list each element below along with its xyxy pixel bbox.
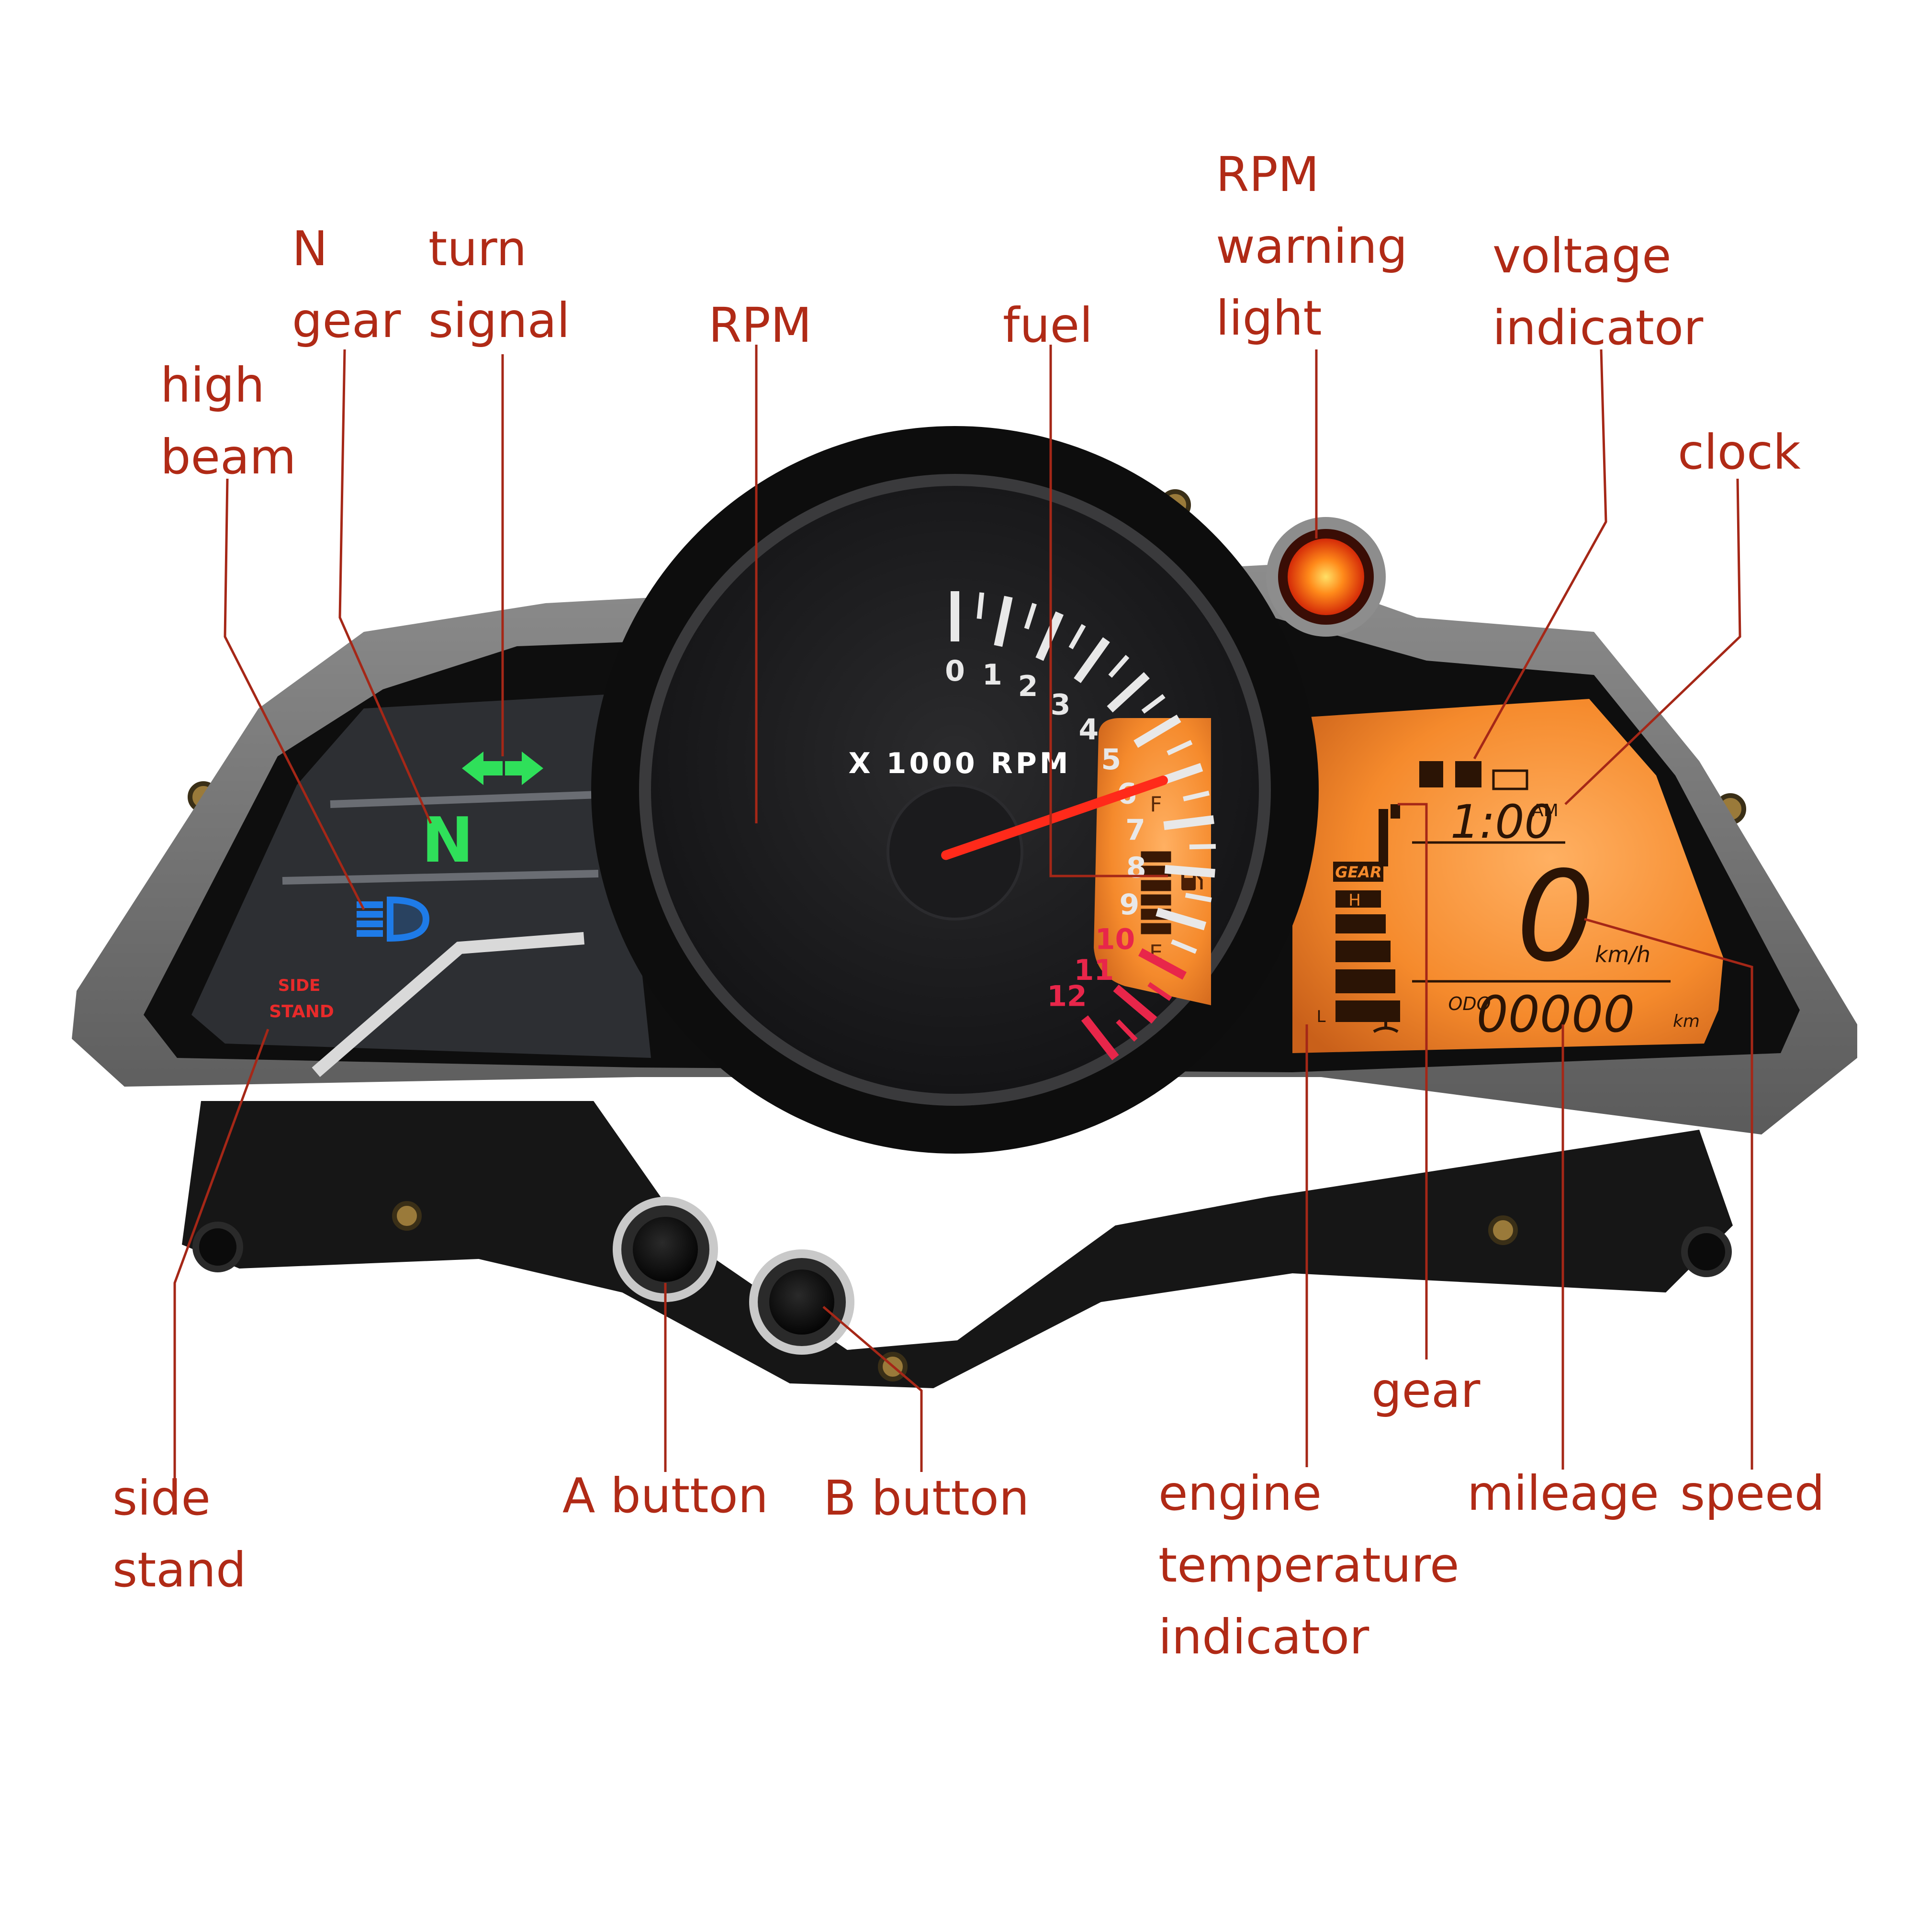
tacho-number: 4 (1079, 713, 1099, 746)
tacho-number: 0 (945, 654, 965, 688)
leader-lines (173, 345, 1753, 1484)
tacho-minor-tick (1189, 844, 1216, 850)
side-stand-lamp-top: SIDE (278, 976, 321, 995)
label-rpm: RPM (708, 297, 812, 353)
lower-housing (182, 1101, 1733, 1388)
tacho-number: 3 (1051, 688, 1071, 722)
speed-value: 0 (1516, 845, 1595, 989)
label-n-gear: N gear (292, 221, 401, 348)
label-rpm-warning-light: RPM warning light (1216, 146, 1408, 346)
label-side-stand: side stand (112, 1470, 247, 1598)
label-speed: speed (1680, 1465, 1825, 1521)
clock-time: 1:00 (1450, 795, 1554, 849)
label-clock: clock (1678, 424, 1801, 480)
fuel-bar (1141, 894, 1171, 906)
high-beam-icon (357, 896, 430, 942)
label-high-beam: high beam (160, 357, 296, 485)
tacho-minor-tick (1167, 740, 1193, 756)
leader-voltage (1473, 349, 1607, 760)
tacho-minor-tick (1116, 1019, 1138, 1042)
tacho-number: 7 (1125, 814, 1145, 847)
tacho-number: 8 (1126, 851, 1146, 885)
side-stand-lamp-bottom: STAND (269, 1002, 334, 1022)
chrome-trim (312, 932, 584, 1077)
leader-high-beam (224, 478, 365, 910)
leader-fuel (1049, 345, 1168, 877)
odo-label: ODO (1448, 993, 1491, 1014)
turn-signal-arrows-icon (462, 752, 543, 785)
a-button[interactable] (613, 1197, 718, 1302)
tacho-minor-tick (1141, 694, 1166, 714)
tacho-minor-tick (1068, 624, 1086, 650)
label-b-button: B button (823, 1470, 1030, 1526)
tacho-major-tick (1138, 948, 1187, 980)
clock-period: AM (1532, 801, 1559, 820)
tacho-major-tick (1133, 714, 1181, 748)
tacho-number: 5 (1101, 743, 1121, 776)
leader-n-gear (338, 349, 432, 824)
fuel-bar (1141, 923, 1171, 934)
tacho-minor-tick (1024, 603, 1037, 629)
label-fuel: fuel (1003, 297, 1093, 353)
tacho-number: 10 (1095, 922, 1135, 956)
tacho-scale: 0123456789101112 (945, 591, 1216, 1061)
tacho-major-tick (1163, 815, 1214, 831)
tacho-minor-tick (976, 592, 985, 619)
speed-unit: km/h (1595, 942, 1650, 967)
gear-label-box (1333, 862, 1383, 882)
fuel-bar (1141, 851, 1171, 863)
label-gear: gear (1371, 1362, 1481, 1418)
tacho-minor-tick (1185, 893, 1212, 903)
tacho-number: 9 (1119, 888, 1139, 921)
panel-stripes (282, 791, 599, 885)
tacho-minor-tick (1183, 790, 1210, 801)
tacho-minor-tick (1147, 982, 1172, 1001)
leader-side-stand (173, 1029, 269, 1484)
odo-unit: km (1673, 1011, 1700, 1031)
b-button[interactable] (749, 1249, 854, 1355)
leader-gear (1398, 803, 1428, 1359)
label-voltage-indicator: voltage indicator (1492, 228, 1704, 356)
odometer-value: 00000 (1477, 985, 1635, 1044)
temperature-bars (1335, 890, 1400, 1022)
gear-segment-display (1379, 804, 1400, 866)
rpm-warning-lamp (1266, 517, 1386, 637)
battery-voltage-icon (1419, 761, 1528, 790)
label-a-button: A button (562, 1468, 769, 1524)
fuel-full-mark: F (1150, 792, 1162, 817)
neutral-indicator: N (422, 804, 474, 876)
label-mileage: mileage (1467, 1465, 1659, 1521)
rpm-needle (941, 775, 1168, 860)
tacho-major-tick (1156, 908, 1207, 931)
tacho-minor-tick (1108, 654, 1130, 678)
temp-low-mark: L (1317, 1007, 1326, 1026)
rpm-needle-shaft (941, 775, 1168, 860)
gear-label: GEAR (1335, 863, 1382, 881)
tacho-major-tick (1081, 1015, 1119, 1061)
label-engine-temperature: engine temperature indicator (1158, 1465, 1459, 1665)
lcd-panel (1292, 699, 1723, 1053)
tacho-number: 12 (1047, 979, 1087, 1013)
tacho-major-tick (1074, 637, 1110, 684)
coolant-temperature-icon (1373, 1005, 1399, 1033)
tacho-number: 11 (1074, 954, 1114, 987)
tacho-number: 2 (1018, 670, 1038, 703)
tacho-minor-tick (1171, 939, 1197, 954)
leader-speed (1584, 918, 1753, 1470)
label-turn-signal: turn signal (428, 221, 570, 348)
tacho-major-tick (1107, 672, 1150, 713)
temp-high-mark: H (1348, 891, 1361, 910)
tacho-unit-label: X 1000 RPM (849, 747, 1071, 780)
leader-b-button (822, 1306, 923, 1472)
tacho-major-tick (1113, 984, 1157, 1024)
tacho-major-tick (1164, 865, 1215, 878)
fuel-bar (1141, 880, 1171, 891)
mounting-holes (192, 1222, 1732, 1277)
tacho-number: 1 (982, 658, 1002, 692)
leader-clock (1564, 478, 1741, 805)
tacho-major-tick (994, 595, 1013, 647)
